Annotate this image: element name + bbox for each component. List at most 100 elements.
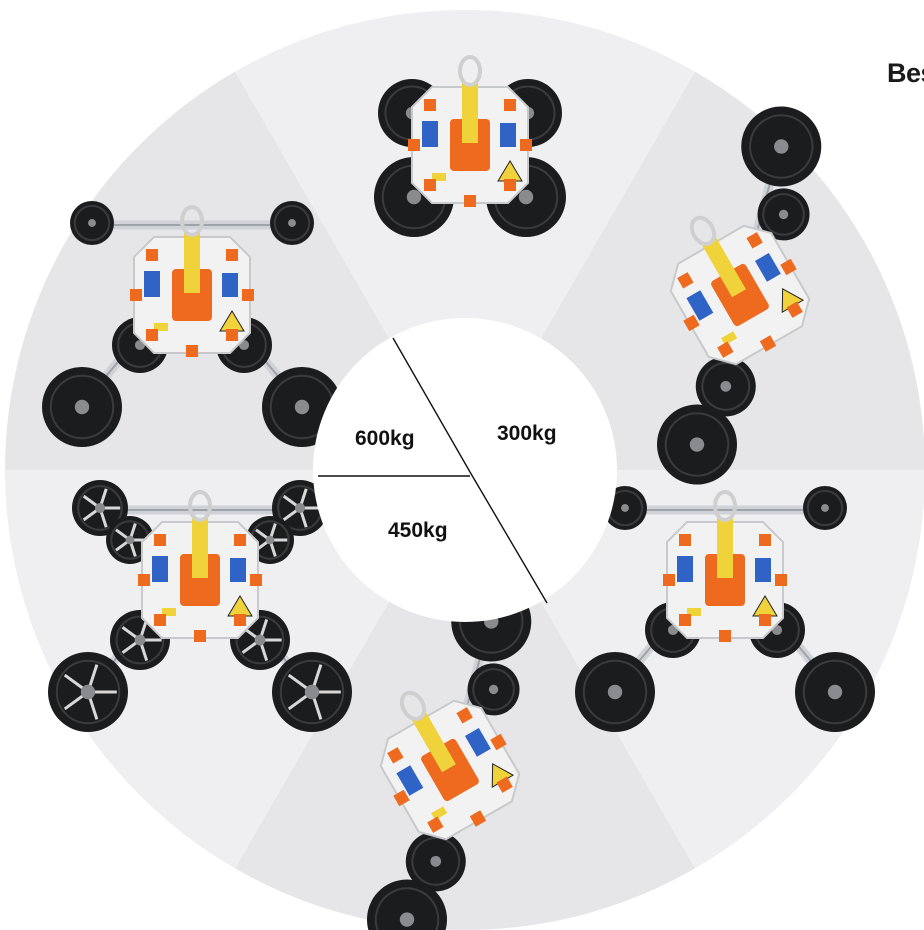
hub-divider-upper	[392, 337, 471, 473]
suction-cup-rim	[582, 659, 648, 725]
lifter-beam	[412, 712, 456, 773]
info-label	[222, 273, 238, 297]
cup-center	[304, 684, 320, 700]
orange-fitting	[242, 289, 254, 301]
orange-fitting	[154, 614, 166, 626]
orange-fitting	[786, 301, 803, 318]
orange-fitting	[683, 314, 700, 332]
suction-cup-rim	[802, 659, 868, 725]
orange-fitting	[226, 249, 238, 261]
cup-center	[125, 535, 135, 545]
hub-divider-lower	[469, 471, 548, 604]
orange-fitting	[679, 534, 691, 546]
orange-fitting	[456, 707, 473, 724]
suction-cup-rim	[749, 114, 814, 179]
suction-cup-rim	[77, 485, 123, 531]
suction-cup-rim	[806, 489, 844, 527]
orange-fitting	[250, 574, 262, 586]
orange-fitting	[146, 249, 158, 261]
orange-fitting	[464, 195, 476, 207]
lifter-beam	[192, 518, 208, 578]
sticker	[162, 608, 176, 616]
suction-cup-rim	[235, 615, 285, 665]
cup-center	[621, 504, 629, 512]
info-label	[422, 121, 438, 147]
vacuum-lifter-8-cup	[48, 480, 352, 732]
suction-cup-rim	[411, 836, 461, 886]
orange-fitting	[759, 614, 771, 626]
info-label	[686, 290, 714, 321]
lifting-eye	[689, 215, 717, 247]
vacuum-lifter-4-cup-cross-top-view	[575, 486, 875, 732]
suction-cup-rim	[701, 361, 751, 411]
info-label	[152, 556, 168, 582]
hub-circle	[313, 318, 617, 622]
orange-fitting	[186, 345, 198, 357]
orange-fitting	[780, 258, 797, 276]
info-label	[230, 558, 246, 582]
capacity-600kg-label: 600kg	[355, 427, 415, 450]
lifting-eye	[188, 490, 212, 522]
cup-center	[488, 684, 499, 695]
suction-cup-rim	[664, 412, 730, 477]
lifting-eye	[399, 690, 427, 722]
info-label	[755, 558, 771, 582]
cup-center	[607, 684, 623, 700]
lifter-core	[172, 269, 212, 321]
suction-cup-rim	[55, 659, 121, 725]
cup-center	[778, 209, 789, 220]
cup-center	[94, 502, 106, 514]
lifter-beam	[462, 83, 478, 143]
sticker	[721, 331, 738, 346]
orange-fitting	[130, 289, 142, 301]
info-label	[144, 271, 160, 297]
orange-fitting	[520, 139, 532, 151]
orange-fitting	[138, 574, 150, 586]
orange-fitting	[427, 816, 444, 833]
lifter-core	[705, 554, 745, 606]
capacity-450kg-label: 450kg	[388, 519, 448, 542]
orange-fitting	[393, 789, 410, 807]
suction-cup-rim	[273, 204, 311, 242]
sticker	[431, 806, 448, 821]
orange-fitting	[490, 733, 507, 751]
lifting-eye	[180, 205, 204, 237]
sticker	[432, 173, 446, 181]
cup-center	[399, 912, 415, 927]
cup-center	[720, 380, 732, 392]
orange-fitting	[424, 179, 436, 191]
orange-fitting	[677, 272, 694, 289]
orange-fitting	[717, 341, 734, 358]
orange-fitting	[234, 614, 246, 626]
cup-center	[827, 684, 843, 700]
info-label	[464, 727, 491, 757]
sticker	[687, 608, 701, 616]
orange-fitting	[759, 335, 777, 352]
cup-center	[406, 189, 422, 205]
capacity-hub: 600kg 300kg 450kg	[313, 318, 617, 622]
cup-center	[80, 684, 96, 700]
orange-fitting	[504, 179, 516, 191]
orange-fitting	[469, 810, 487, 827]
lifter-core	[450, 119, 490, 171]
suction-cup-rim	[374, 887, 440, 930]
info-label	[396, 765, 424, 796]
capacity-300kg-label: 300kg	[497, 422, 557, 445]
orange-fitting	[194, 630, 206, 642]
cup-center	[774, 139, 789, 154]
cup-center	[134, 634, 146, 646]
orange-fitting	[746, 232, 763, 249]
info-label	[754, 252, 781, 282]
cup-center	[88, 219, 96, 227]
orange-fitting	[234, 534, 246, 546]
lifter-beam	[717, 518, 733, 578]
orange-fitting	[663, 574, 675, 586]
vacuum-lifter-images	[42, 55, 875, 930]
orange-fitting	[496, 776, 513, 793]
orange-fitting	[679, 614, 691, 626]
orange-fitting	[154, 534, 166, 546]
lifter-core	[180, 554, 220, 606]
wheel-segment	[235, 9, 695, 470]
cup-center	[518, 189, 534, 205]
